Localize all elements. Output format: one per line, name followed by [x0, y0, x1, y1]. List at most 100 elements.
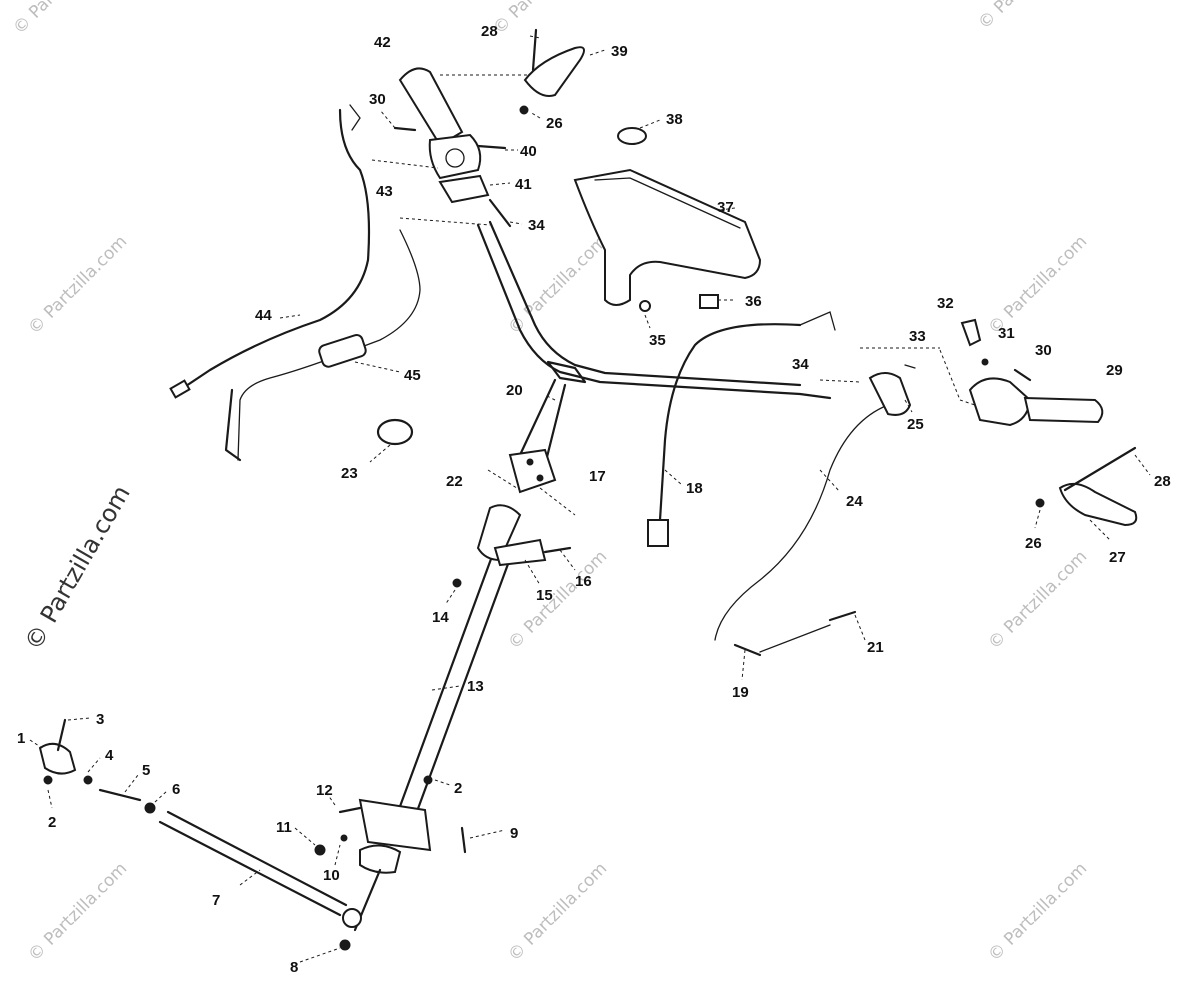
screw-11 [314, 844, 326, 856]
callout-37: 37 [717, 199, 734, 216]
bolt-12 [338, 806, 362, 814]
tie-rod-7 [158, 820, 342, 917]
callout-23: 23 [341, 465, 358, 482]
watermark-text: © Partzilla.com [504, 232, 611, 339]
parts-drawing [38, 28, 1138, 951]
cable-junction [318, 333, 367, 368]
cable-end-21 [759, 624, 831, 653]
handlebar [476, 223, 832, 400]
pin-33 [904, 364, 916, 369]
watermark-text: © Partzilla.com [984, 859, 1091, 966]
callout-35: 35 [649, 332, 666, 349]
watermark-side-text: © Partzilla.com [19, 481, 136, 655]
handlebar-brace [546, 360, 587, 384]
callout-14: 14 [432, 609, 449, 626]
screw-30-right [1013, 368, 1032, 382]
callout-30: 30 [369, 91, 386, 108]
column-bracket-15 [493, 538, 547, 567]
nut-14 [452, 578, 462, 588]
callout-22: 22 [446, 473, 463, 490]
bolt-9 [460, 826, 467, 854]
callout-17: 17 [589, 468, 606, 485]
callout-labels: 42 28 39 30 26 38 40 41 43 34 37 44 36 3… [17, 23, 1171, 976]
nut-26-left [519, 105, 529, 115]
callout-21: 21 [867, 639, 884, 656]
callout-3: 3 [96, 711, 104, 728]
right-housing-25 [868, 372, 912, 416]
nut-8 [339, 939, 351, 951]
callout-7: 7 [212, 892, 220, 909]
callout-43: 43 [376, 183, 393, 200]
cowl-window [594, 177, 741, 229]
riser-clamp [508, 448, 557, 494]
callout-32: 32 [937, 295, 954, 312]
callout-19: 19 [732, 684, 749, 701]
tie-rod-7-edge [166, 810, 348, 907]
fastener-35 [639, 300, 651, 312]
callout-1: 1 [17, 730, 25, 747]
callout-28: 28 [481, 23, 498, 40]
clamp-hole [536, 474, 544, 482]
screw-31 [981, 358, 989, 366]
brake-cable-24 [714, 404, 889, 641]
callout-8: 8 [290, 959, 298, 976]
mount-bolt-34 [488, 198, 512, 228]
steering-column-13 [393, 538, 500, 822]
callout-30-right: 30 [1035, 342, 1052, 359]
bolt-3 [56, 718, 67, 752]
callout-45: 45 [404, 367, 421, 384]
callout-34-right: 34 [792, 356, 809, 373]
fastener-36 [699, 294, 719, 309]
callout-29: 29 [1106, 362, 1123, 379]
right-grip-29 [1023, 396, 1104, 424]
wire-connector [169, 379, 191, 399]
bolt-28-right [1063, 446, 1137, 492]
nut-6 [144, 802, 156, 814]
screw-40 [476, 144, 507, 150]
retaining-ring-23 [376, 418, 414, 446]
callout-9: 9 [510, 825, 518, 842]
switch-wire-small [349, 104, 361, 131]
callout-31: 31 [998, 325, 1015, 342]
callout-38: 38 [666, 111, 683, 128]
cowl-37 [573, 168, 762, 306]
rod-end-1 [38, 742, 77, 775]
wire-harness-18 [658, 323, 802, 522]
callout-2-left: 2 [48, 814, 56, 831]
callout-4: 4 [105, 747, 114, 764]
callout-6: 6 [172, 781, 180, 798]
callout-25: 25 [907, 416, 924, 433]
housing-bore [445, 148, 465, 168]
bolt-28-left [531, 28, 538, 72]
callout-10: 10 [323, 867, 340, 884]
handlebar-lower-edge [488, 220, 802, 387]
stud-5 [98, 788, 142, 802]
bolt-16 [543, 546, 572, 554]
nut-26-right [1035, 498, 1045, 508]
callout-36: 36 [745, 293, 762, 310]
cable-end-tube [224, 388, 242, 462]
callout-18: 18 [686, 480, 703, 497]
callout-12: 12 [316, 782, 333, 799]
nut-2-left [43, 775, 53, 785]
screw-30-left [393, 126, 417, 132]
callout-20: 20 [506, 382, 523, 399]
cable-adjuster-19 [733, 643, 762, 657]
callout-33: 33 [909, 328, 926, 345]
callout-16: 16 [575, 573, 592, 590]
right-throttle-housing [968, 377, 1032, 427]
callout-26: 26 [546, 115, 563, 132]
watermark-text: © Partzilla.com [504, 859, 611, 966]
watermark-text: © Partzilla.com [24, 232, 131, 339]
callout-40: 40 [520, 143, 537, 160]
brake-lever-27 [1058, 482, 1138, 527]
cap-38 [617, 127, 647, 145]
watermark-layer: © Partzilla.com © Partzilla.com © Partzi… [9, 0, 1091, 966]
callout-13: 13 [467, 678, 484, 695]
nut-2-right [423, 775, 433, 785]
left-throttle-housing [428, 133, 482, 180]
callout-26-right: 26 [1025, 535, 1042, 552]
lower-flange [359, 844, 402, 874]
callout-34: 34 [528, 217, 545, 234]
watermark-text: © Partzilla.com [9, 0, 116, 39]
